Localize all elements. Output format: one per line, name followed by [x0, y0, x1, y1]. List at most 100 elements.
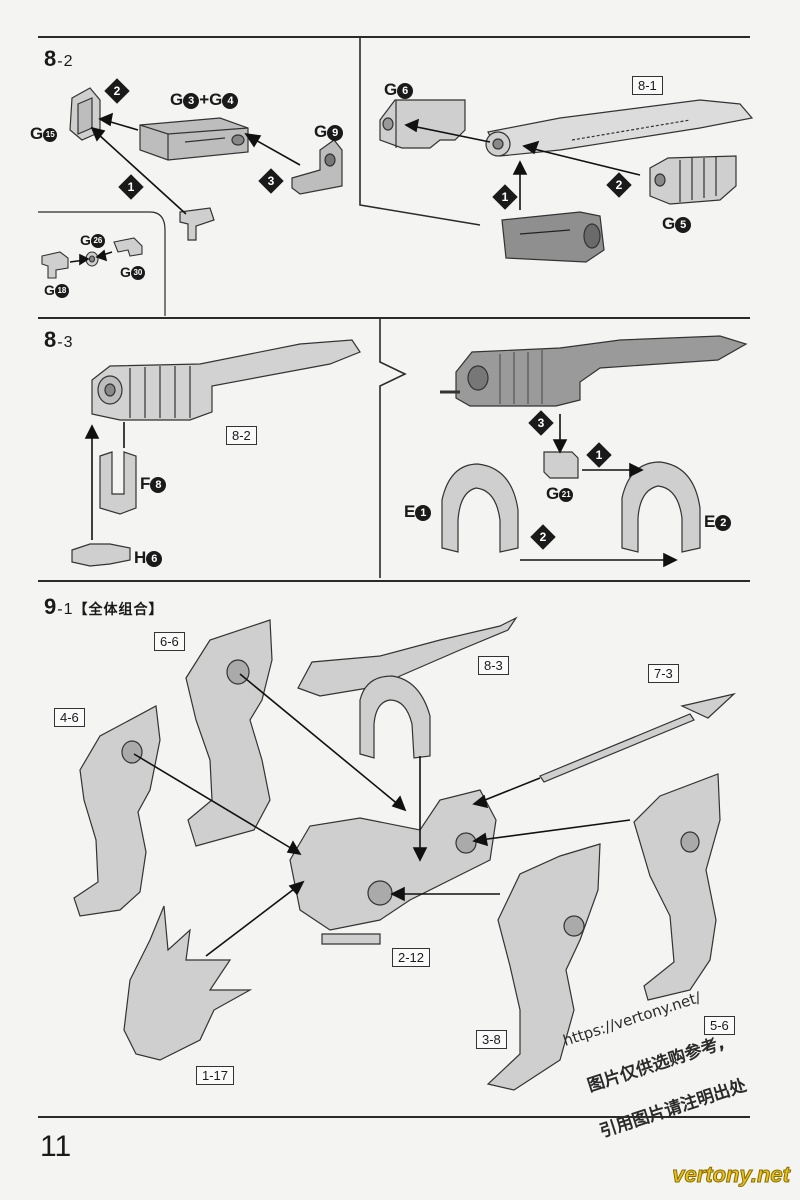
ref-7-3: 7-3: [648, 664, 679, 683]
step-sub: -3: [57, 334, 74, 351]
step-8-2-title: 8-2: [44, 46, 73, 72]
label-letter: G: [546, 484, 560, 503]
label-letter: G: [30, 124, 44, 143]
step-marker-num: 3: [267, 174, 275, 188]
divider-8-2: [359, 38, 481, 226]
part-4-6-leg: [73, 705, 161, 917]
step-sub: -2: [57, 53, 74, 70]
ref-1-17: 1-17: [196, 1066, 235, 1085]
step-marker-num: 3: [537, 416, 545, 430]
step-marker: 2: [104, 78, 130, 104]
step-sub: -1: [57, 601, 74, 618]
label-num: 9: [327, 124, 344, 141]
part-e1: [441, 463, 519, 553]
part-g21: [543, 451, 579, 479]
part-g3-g4: [139, 117, 249, 161]
label-num: 6: [146, 550, 163, 567]
arrows-8-2-left: [69, 112, 301, 266]
ref-3-8: 3-8: [476, 1030, 507, 1049]
divider-8-3: [379, 319, 407, 578]
step-marker: 3: [258, 168, 284, 194]
part-1-17-head: [123, 905, 253, 1061]
step-marker-num: 1: [501, 190, 509, 204]
label-letter: G: [384, 80, 398, 99]
part-sword-assembled: [91, 339, 361, 421]
part-sword-with-arm: [440, 335, 748, 407]
label-letter: E: [404, 502, 416, 521]
step-marker-num: 1: [595, 448, 603, 462]
label-num: 4: [222, 92, 239, 109]
part-sword-8-1: [485, 99, 754, 157]
step-marker: 3: [528, 410, 554, 436]
label-letter: H: [134, 548, 147, 567]
step-caption: 【全体组合】: [73, 601, 164, 617]
ref-8-2: 8-2: [226, 426, 257, 445]
step-marker: 1: [586, 442, 612, 468]
label-letter: G: [662, 214, 676, 233]
step-marker-num: 2: [539, 530, 547, 544]
step-9-1-title: 9-1【全体组合】: [44, 594, 163, 620]
step-marker-num: 1: [127, 180, 135, 194]
ref-6-6: 6-6: [154, 632, 185, 651]
label-num: 15: [43, 127, 58, 142]
step-marker-num: 2: [113, 84, 121, 98]
step-marker: 2: [606, 172, 632, 198]
label-num: 26: [90, 234, 105, 249]
part-e2: [621, 461, 701, 553]
part-f8: [99, 451, 137, 515]
page-number: 11: [40, 1130, 72, 1163]
bottom-rule: [38, 1116, 750, 1118]
step-marker-num: 2: [615, 178, 623, 192]
part-2-12-body: [289, 789, 497, 945]
label-letter: G: [120, 264, 131, 280]
arrows-8-3-right: [520, 414, 678, 568]
label-num: 1: [415, 504, 432, 521]
arrows-9-1: [133, 673, 631, 957]
label-num: 5: [675, 216, 692, 233]
step-marker: 2: [530, 524, 556, 550]
arrows-8-2-right: [404, 118, 641, 210]
ref-5-6: 5-6: [704, 1016, 735, 1035]
label-num: 21: [559, 487, 574, 502]
rule-8-3: [38, 317, 750, 319]
label-num: 8: [150, 476, 167, 493]
part-5-6-leg: [633, 773, 721, 1001]
part-3-8-leg: [486, 843, 601, 1091]
part-h6: [71, 543, 131, 567]
step-number: 8: [44, 46, 58, 71]
label-letter: G: [209, 90, 223, 109]
label-num: 30: [130, 266, 145, 281]
part-7-3-spear: [539, 692, 737, 783]
label-num: 3: [183, 92, 200, 109]
divider-subpanel: [38, 211, 166, 316]
step-marker: 1: [118, 174, 144, 200]
label-plus: +: [199, 90, 210, 109]
step-number: 8: [44, 327, 58, 352]
part-6-6-leg: [185, 619, 273, 847]
ref-8-1: 8-1: [632, 76, 663, 95]
part-g6: [379, 99, 466, 149]
step-8-3-title: 8-3: [44, 327, 73, 353]
label-num: 2: [715, 514, 732, 531]
label-letter: G: [44, 282, 55, 298]
top-rule: [38, 36, 750, 38]
part-8-3-sword-arm: [297, 616, 518, 759]
part-g9: [291, 139, 343, 195]
label-num: 18: [54, 284, 69, 299]
step-number: 9: [44, 594, 58, 619]
rule-9-1: [38, 580, 750, 582]
ref-2-12: 2-12: [392, 948, 431, 967]
